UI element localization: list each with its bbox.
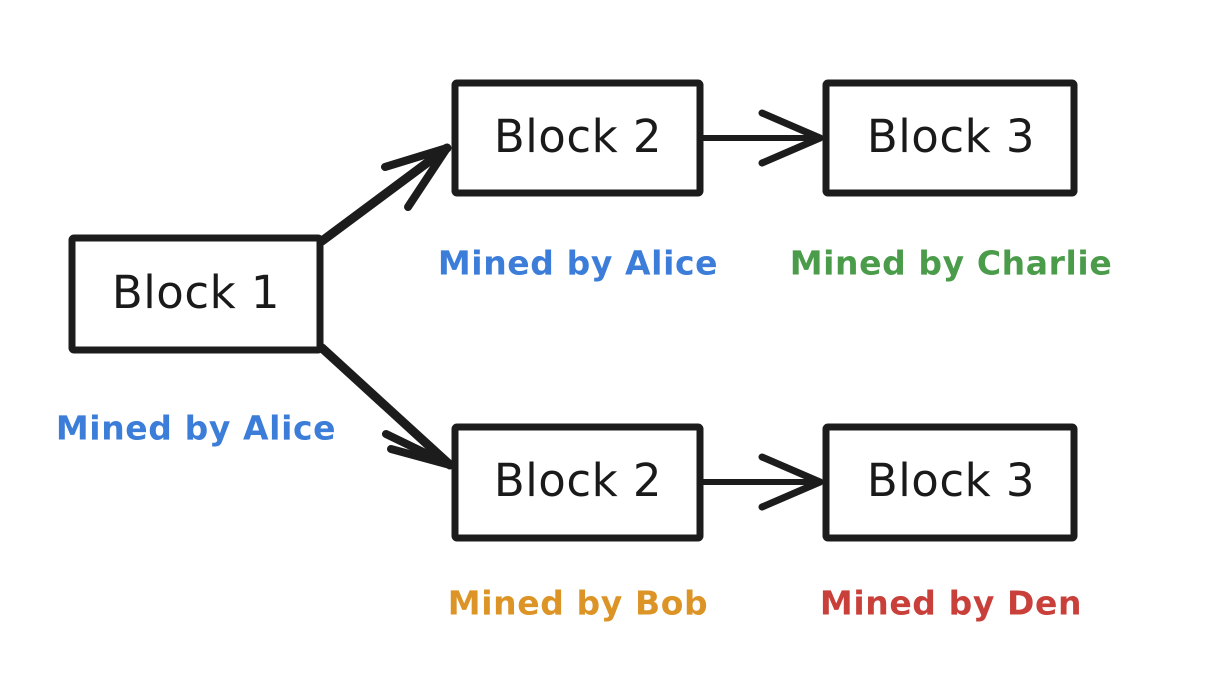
- block-label: Block 2: [494, 454, 662, 507]
- node-block1[interactable]: Block 1: [68, 234, 324, 354]
- node-block2-top[interactable]: Block 2: [451, 79, 704, 197]
- block-label: Block 2: [494, 110, 662, 163]
- miner-caption-block2-bottom: Mined by Bob: [448, 584, 708, 623]
- block-label: Block 3: [867, 110, 1035, 163]
- block-box[interactable]: [822, 423, 1078, 542]
- miner-caption-block2-top: Mined by Alice: [438, 244, 718, 283]
- edge-block1-to-block2-top: [317, 143, 452, 246]
- block-box[interactable]: [68, 234, 324, 354]
- block-box[interactable]: [822, 79, 1078, 197]
- block-box[interactable]: [451, 79, 704, 197]
- block-box[interactable]: [451, 423, 704, 542]
- miner-caption-block3-top: Mined by Charlie: [790, 244, 1113, 283]
- node-block3-bottom[interactable]: Block 3: [822, 423, 1078, 542]
- edge-block2-to-block3-top: [697, 109, 824, 167]
- block-label: Block 1: [112, 266, 280, 319]
- edge-block1-to-block2-bottom: [317, 343, 455, 470]
- edge-block2-to-block3-bottom: [697, 453, 824, 511]
- miner-caption-block1: Mined by Alice: [56, 409, 336, 448]
- miner-caption-block3-bottom: Mined by Den: [820, 584, 1082, 623]
- node-block3-top[interactable]: Block 3: [822, 79, 1078, 197]
- block-label: Block 3: [867, 454, 1035, 507]
- node-block2-bottom[interactable]: Block 2: [451, 423, 704, 542]
